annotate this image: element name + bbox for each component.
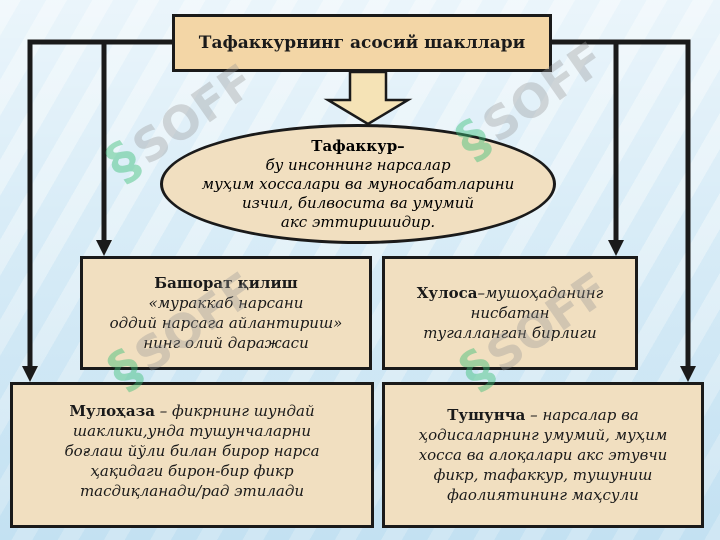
concept-line-rest: – нарсалар ва (525, 406, 639, 424)
conclusion-box: Хулоса–мушоҳаданинг нисбатан тугалланган… (382, 256, 638, 370)
center-line: муҳим хоссалари ва муносабатларини (201, 174, 515, 193)
arrowhead-bottom-right (680, 366, 696, 382)
arrowhead-bottom-left (22, 366, 38, 382)
diagram-title: Тафаккурнинг асосий шакллари (172, 14, 552, 72)
judgement-line-rest: – фикрнинг шундай (154, 402, 315, 420)
judgement-box: Мулоҳаза – фикрнинг шундай шаклики,унда … (10, 382, 374, 528)
conclusion-first-line: Хулоса–мушоҳаданинг (385, 283, 635, 303)
center-term: Тафаккур– (311, 136, 405, 155)
judgement-line: ҳақидаги бирон-бир фикр (90, 462, 294, 480)
prediction-line: «мураккаб нарсани (148, 294, 304, 312)
conclusion-line: нисбатан (470, 304, 550, 322)
center-line: бу инсоннинг нарсалар (265, 155, 451, 174)
judgement-term: Мулоҳаза (69, 402, 155, 420)
arrow-line-right (552, 39, 691, 368)
concept-line: хосса ва алоқалари акс этувчи (418, 446, 668, 464)
arrow-to-bottom-left (27, 39, 172, 368)
concept-line: ҳодисаларнинг умумий, муҳим (418, 426, 668, 444)
concept-box: Тушунча – нарсалар ва ҳодисаларнинг умум… (382, 382, 704, 528)
concept-line: фикр, тафаккур, тушуниш (433, 466, 653, 484)
conclusion-term: Хулоса (416, 284, 478, 302)
judgement-line: шаклики,унда тушунчаларни (72, 422, 312, 440)
block-arrow-down (323, 70, 413, 126)
judgement-line: тасдиқланади/рад этилади (79, 482, 305, 500)
conclusion-line-rest: –мушоҳаданинг (477, 284, 604, 302)
center-definition: Тафаккур– бу инсоннинг нарсалар муҳим хо… (160, 124, 556, 244)
concept-line: фаолиятининг маҳсули (447, 486, 639, 504)
arrowhead-right-box (608, 240, 624, 256)
center-line: изчил, билвосита ва умумий (241, 193, 475, 212)
prediction-line: нинг олий даражаси (143, 334, 309, 352)
judgement-first-line: Мулоҳаза – фикрнинг шундай (21, 401, 363, 421)
prediction-term: Башорат қилиш (154, 274, 298, 292)
prediction-box: Башорат қилиш «мураккаб нарсани оддий на… (80, 256, 372, 370)
concept-first-line: Тушунча – нарсалар ва (391, 405, 695, 425)
arrowhead-left-box (96, 240, 112, 256)
prediction-line: оддий нарсага айлантириш» (109, 314, 343, 332)
conclusion-line: тугалланган бирлиги (423, 324, 597, 342)
judgement-line: боғлаш йўли билан бирор нарса (64, 442, 320, 460)
concept-term: Тушунча (447, 406, 526, 424)
center-line: акс эттиришидир. (280, 212, 436, 231)
